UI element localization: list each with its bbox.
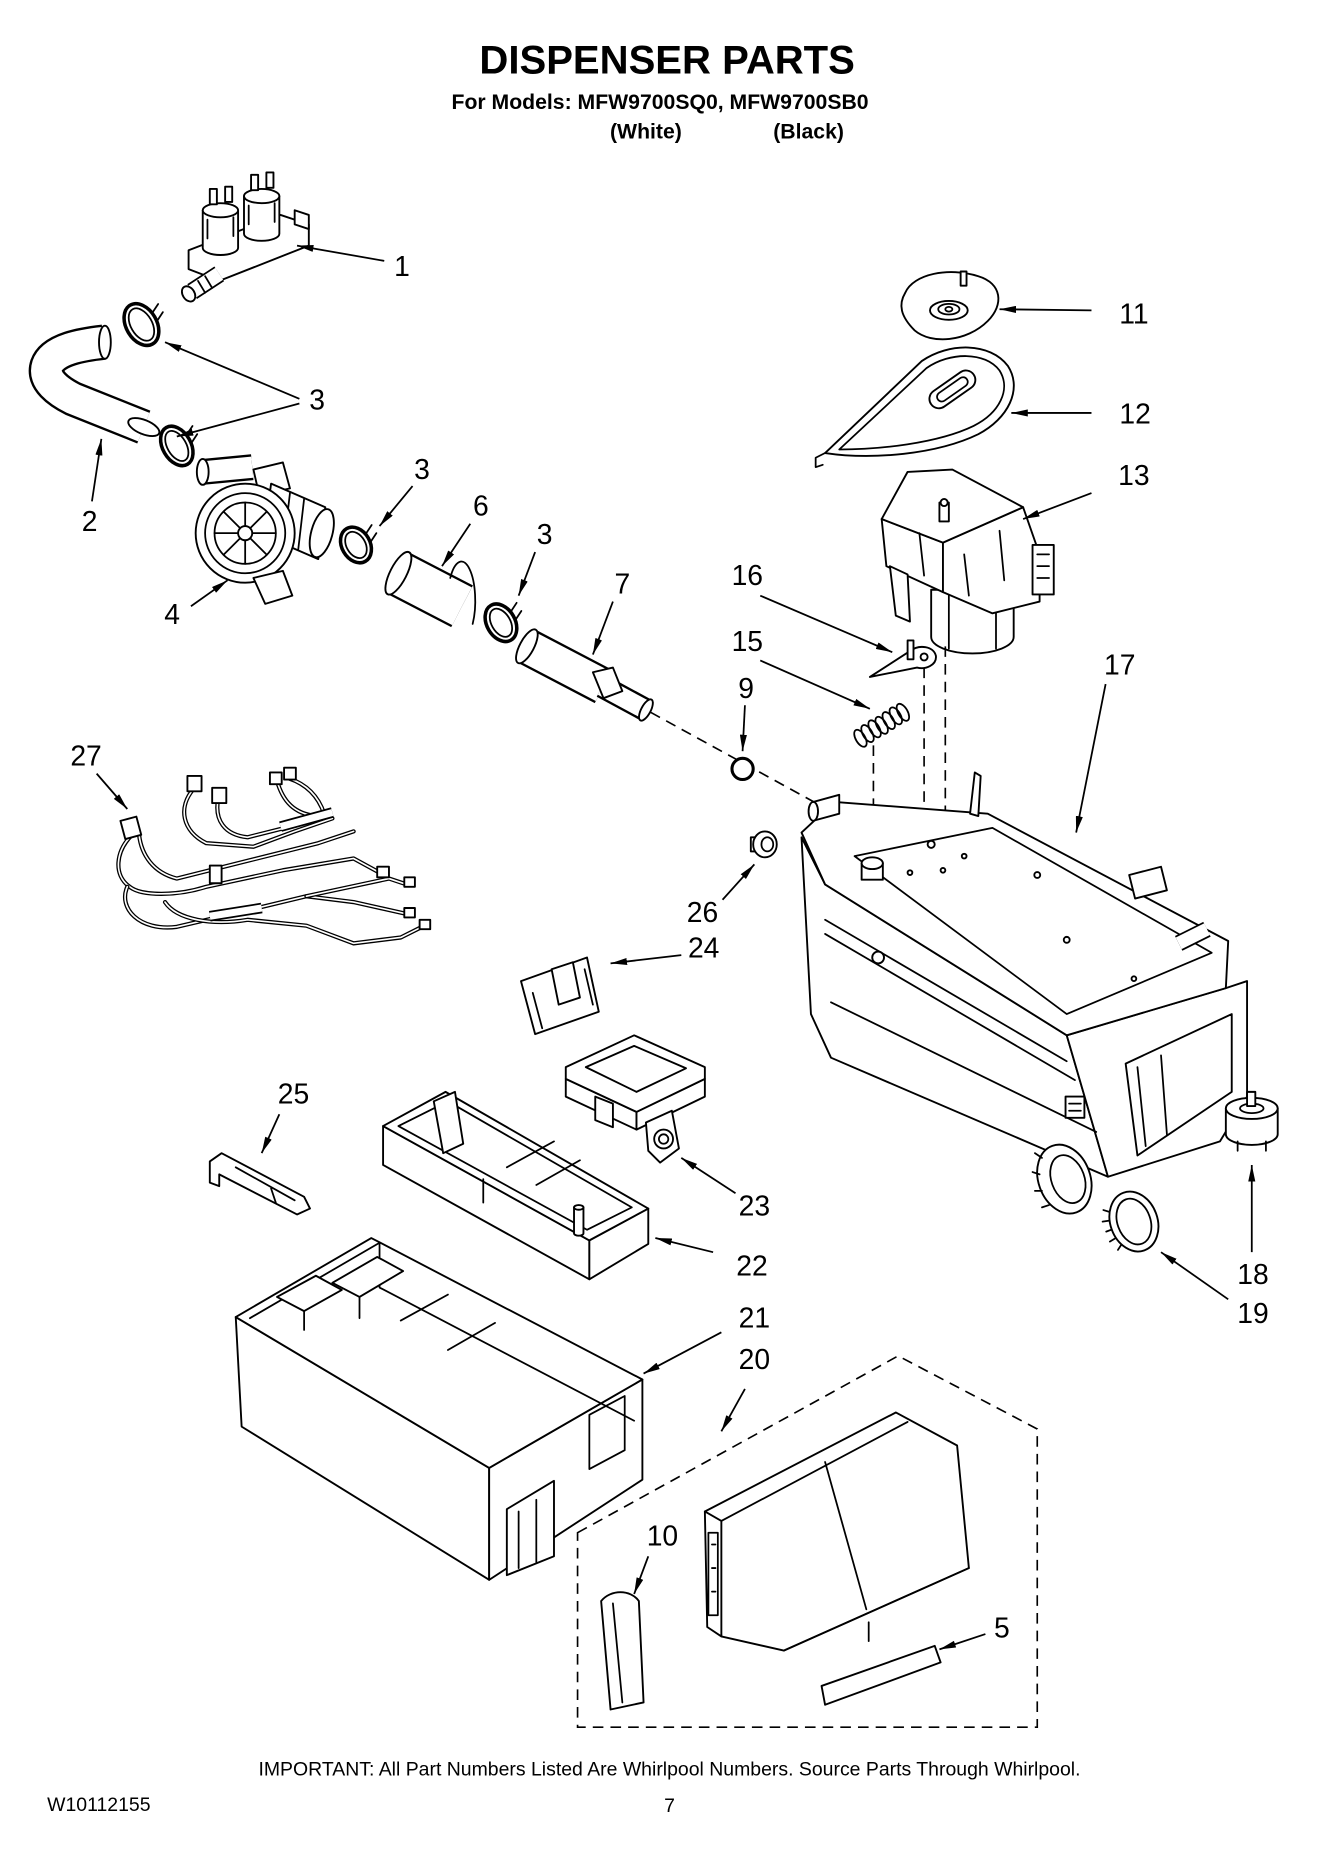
callout-label-1: 1 — [394, 250, 410, 282]
part-22-drawing — [382, 1090, 650, 1281]
page-number: 7 — [664, 1795, 675, 1817]
part-25-drawing — [208, 1152, 311, 1216]
part-1-drawing — [180, 171, 310, 303]
model-color-black: (Black) — [773, 120, 844, 143]
callout-label-17: 17 — [1104, 649, 1135, 681]
callout-arrow-15 — [759, 659, 871, 710]
callout-arrow-24 — [610, 954, 682, 965]
callout-label-3-a: 3 — [309, 383, 325, 415]
callout-label-19: 19 — [1237, 1297, 1268, 1329]
callout-arrow-1 — [296, 244, 385, 262]
callout-label-21: 21 — [739, 1302, 770, 1334]
callout-label-2: 2 — [82, 505, 98, 537]
callout-arrow-4 — [190, 579, 229, 607]
part-6-drawing — [384, 550, 477, 628]
callout-label-3-b: 3 — [414, 453, 430, 485]
callout-label-16: 16 — [732, 559, 763, 591]
assembly-dashed-line-7-to-17 — [650, 711, 821, 807]
part-9-drawing — [730, 756, 755, 782]
part-2-drawing — [28, 324, 161, 444]
callout-label-23: 23 — [739, 1190, 770, 1222]
callout-label-4: 4 — [164, 598, 180, 630]
callout-label-26: 26 — [687, 896, 718, 928]
model-color-white: (White) — [610, 120, 682, 143]
callout-arrow-7 — [592, 601, 614, 655]
part-12-drawing — [814, 346, 1015, 469]
callout-label-25: 25 — [278, 1078, 309, 1110]
callout-arrow-9 — [739, 705, 747, 752]
callout-arrow-6 — [441, 523, 472, 567]
callout-arrow-17 — [1075, 683, 1107, 833]
callout-label-5: 5 — [994, 1612, 1010, 1644]
callout-label-11: 11 — [1119, 297, 1148, 329]
part-10-drawing — [600, 1591, 645, 1711]
part-15-drawing — [853, 702, 911, 748]
part-3-drawing-d — [483, 601, 523, 644]
part-13-drawing — [880, 468, 1055, 655]
part-23-drawing — [564, 1034, 706, 1164]
callout-arrow-21 — [643, 1331, 722, 1375]
callout-label-24: 24 — [688, 932, 719, 964]
part-7-drawing — [515, 628, 654, 722]
part-16-drawing — [868, 639, 937, 678]
callout-label-13: 13 — [1118, 459, 1149, 491]
callout-arrow-26 — [721, 863, 756, 901]
callout-arrow-11 — [999, 305, 1092, 313]
callout-arrow-22 — [655, 1237, 714, 1254]
part-21-drawing — [234, 1237, 644, 1581]
part-18-drawing — [1224, 1090, 1279, 1152]
part-24-drawing — [520, 956, 600, 1036]
part-4-drawing — [194, 454, 335, 605]
callout-arrow-27 — [95, 773, 128, 810]
callout-label-20: 20 — [739, 1343, 770, 1375]
callout-label-12: 12 — [1119, 398, 1150, 430]
callout-arrow-13 — [1022, 492, 1092, 520]
footer-notice: IMPORTANT: All Part Numbers Listed Are W… — [258, 1759, 1080, 1781]
callout-arrow-16 — [759, 594, 893, 654]
callout-arrow-3-b — [378, 485, 414, 527]
callout-label-18: 18 — [1237, 1258, 1268, 1290]
part-11-drawing — [900, 270, 1000, 341]
part-19-drawing — [1101, 1190, 1160, 1253]
part-3-drawing-a — [122, 301, 164, 348]
callout-label-10: 10 — [647, 1520, 678, 1552]
callout-arrow-5 — [939, 1633, 986, 1651]
callout-arrow-2 — [91, 438, 103, 502]
callout-arrow-23 — [680, 1157, 736, 1194]
models-line: For Models: MFW9700SQ0, MFW9700SB0 — [452, 91, 869, 114]
page-title: DISPENSER PARTS — [479, 38, 854, 82]
part-3-drawing-b — [158, 424, 199, 468]
part-20-group-outline — [576, 1354, 1039, 1729]
part-5-drawing — [820, 1644, 942, 1706]
callout-arrow-3-a-upper — [164, 341, 300, 400]
callout-label-9: 9 — [738, 672, 754, 704]
document-number: W10112155 — [47, 1794, 150, 1816]
callout-label-22: 22 — [736, 1250, 767, 1282]
callout-label-6: 6 — [473, 489, 489, 521]
callout-label-15: 15 — [732, 625, 763, 657]
callout-arrow-19 — [1160, 1251, 1229, 1301]
callout-arrow-25 — [260, 1113, 281, 1154]
callout-arrow-20 — [720, 1388, 746, 1432]
callout-arrow-10 — [633, 1555, 650, 1595]
part-26-drawing — [749, 830, 778, 859]
callout-label-27: 27 — [70, 739, 101, 771]
part-27-drawing — [116, 766, 432, 946]
callout-arrow-3-c — [517, 551, 536, 596]
callout-label-3-c: 3 — [537, 518, 553, 550]
part-17-drawing — [800, 771, 1249, 1215]
callout-arrow-3-a-lower — [176, 402, 300, 438]
callout-label-7: 7 — [614, 567, 630, 599]
part-20-drawing — [703, 1411, 970, 1652]
part-3-drawing-c — [338, 524, 378, 565]
